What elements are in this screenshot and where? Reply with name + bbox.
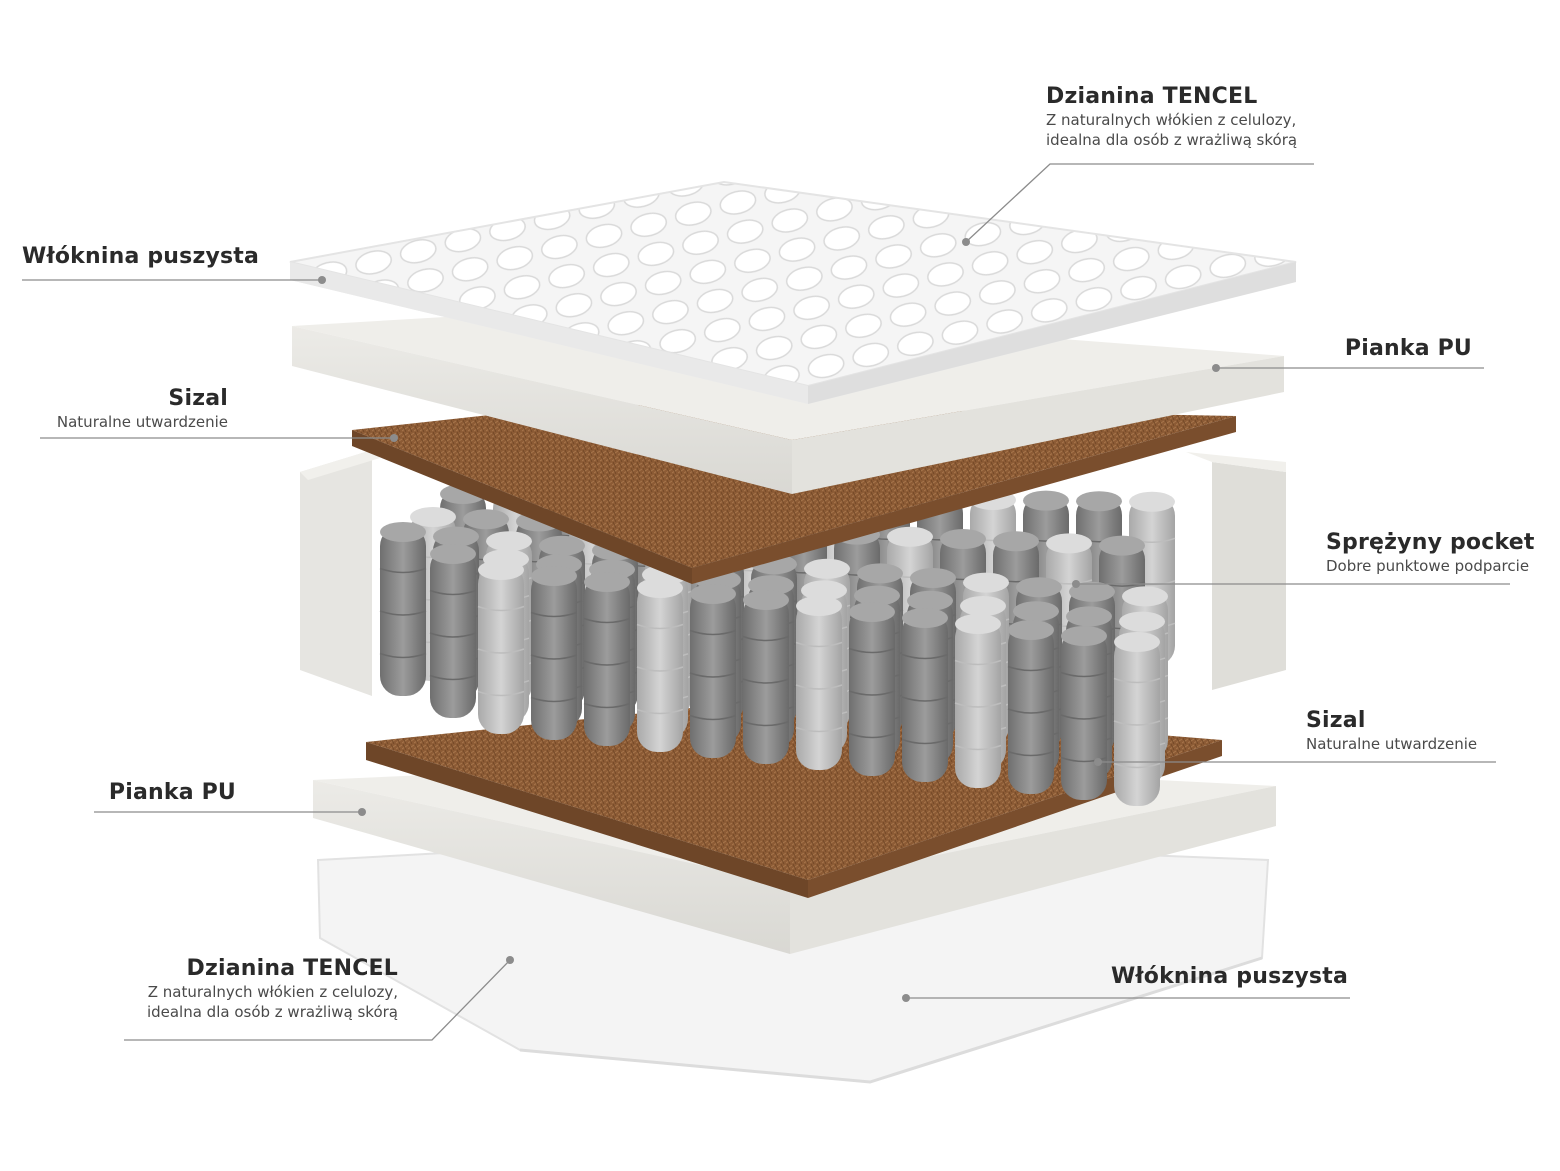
label-tencel-bottom-desc-2: idealna dla osób z wrażliwą skórą	[146, 1003, 398, 1021]
pocket-spring	[954, 614, 1002, 788]
label-sisal-top-desc: Naturalne utwardzenie	[56, 413, 228, 431]
label-tencel-bottom: Dzianina TENCEL Z naturalnych włókien z …	[147, 956, 398, 1022]
label-foam-bottom: Pianka PU	[109, 780, 236, 806]
pocket-spring	[379, 522, 427, 696]
label-tencel-top-desc-2: idealna dla osób z wrażliwą skórą	[1046, 131, 1298, 149]
pocket-spring	[795, 596, 843, 770]
label-springs-title: Sprężyny pocket	[1326, 530, 1535, 555]
label-foam-top-title: Pianka PU	[1344, 336, 1472, 361]
leader-lines	[22, 163, 1510, 1041]
foam-frame	[300, 450, 1286, 696]
pocket-spring	[689, 584, 737, 758]
dot-sisal-bottom	[1094, 758, 1102, 766]
label-sisal-bottom: Sizal Naturalne utwardzenie	[1306, 708, 1477, 754]
label-fleece-bottom: Włóknina puszysta	[1111, 964, 1348, 990]
dot-foam-top	[1212, 364, 1220, 372]
pocket-spring	[477, 560, 525, 734]
label-tencel-top: Dzianina TENCEL Z naturalnych włókien z …	[1046, 84, 1297, 150]
label-foam-top: Pianka PU	[1345, 336, 1472, 362]
pocket-spring	[742, 590, 790, 764]
pocket-spring	[1113, 632, 1161, 806]
label-springs-desc: Dobre punktowe podparcie	[1326, 557, 1530, 575]
label-sisal-bottom-desc: Naturalne utwardzenie	[1306, 735, 1478, 753]
label-fleece-top: Włóknina puszysta	[22, 244, 259, 270]
pocket-spring	[1007, 620, 1055, 794]
dot-sisal-top	[390, 434, 398, 442]
label-fleece-bottom-title: Włóknina puszysta	[1110, 964, 1348, 989]
dot-fleece-top	[318, 276, 326, 284]
label-fleece-top-title: Włóknina puszysta	[22, 244, 260, 269]
pocket-spring	[429, 544, 477, 718]
leader-tencel-top	[965, 163, 1314, 243]
pocket-spring	[530, 566, 578, 740]
dot-springs	[1072, 580, 1080, 588]
dot-tencel-top	[962, 238, 970, 246]
leader-tencel-bottom	[124, 959, 511, 1041]
label-tencel-top-desc-1: Z naturalnych włókien z celulozy,	[1046, 111, 1297, 129]
dot-foam-bottom	[358, 808, 366, 816]
top-quilted-layer	[289, 180, 1297, 404]
pocket-spring	[636, 578, 684, 752]
pocket-spring	[583, 572, 631, 746]
label-sisal-top: Sizal Naturalne utwardzenie	[57, 386, 228, 432]
label-springs: Sprężyny pocket Dobre punktowe podparcie	[1326, 530, 1535, 576]
dot-fleece-bottom	[902, 994, 910, 1002]
label-foam-bottom-title: Pianka PU	[108, 780, 236, 805]
label-sisal-bottom-title: Sizal	[1306, 708, 1366, 733]
pocket-spring	[901, 608, 949, 782]
label-tencel-bottom-title: Dzianina TENCEL	[186, 956, 398, 981]
dot-tencel-bottom	[506, 956, 514, 964]
leader-dots	[318, 238, 1220, 1002]
label-tencel-bottom-desc-1: Z naturalnych włókien z celulozy,	[147, 983, 398, 1001]
label-sisal-top-title: Sizal	[168, 386, 228, 411]
label-tencel-top-title: Dzianina TENCEL	[1046, 84, 1258, 109]
pocket-spring	[1060, 626, 1108, 800]
pocket-spring	[848, 602, 896, 776]
